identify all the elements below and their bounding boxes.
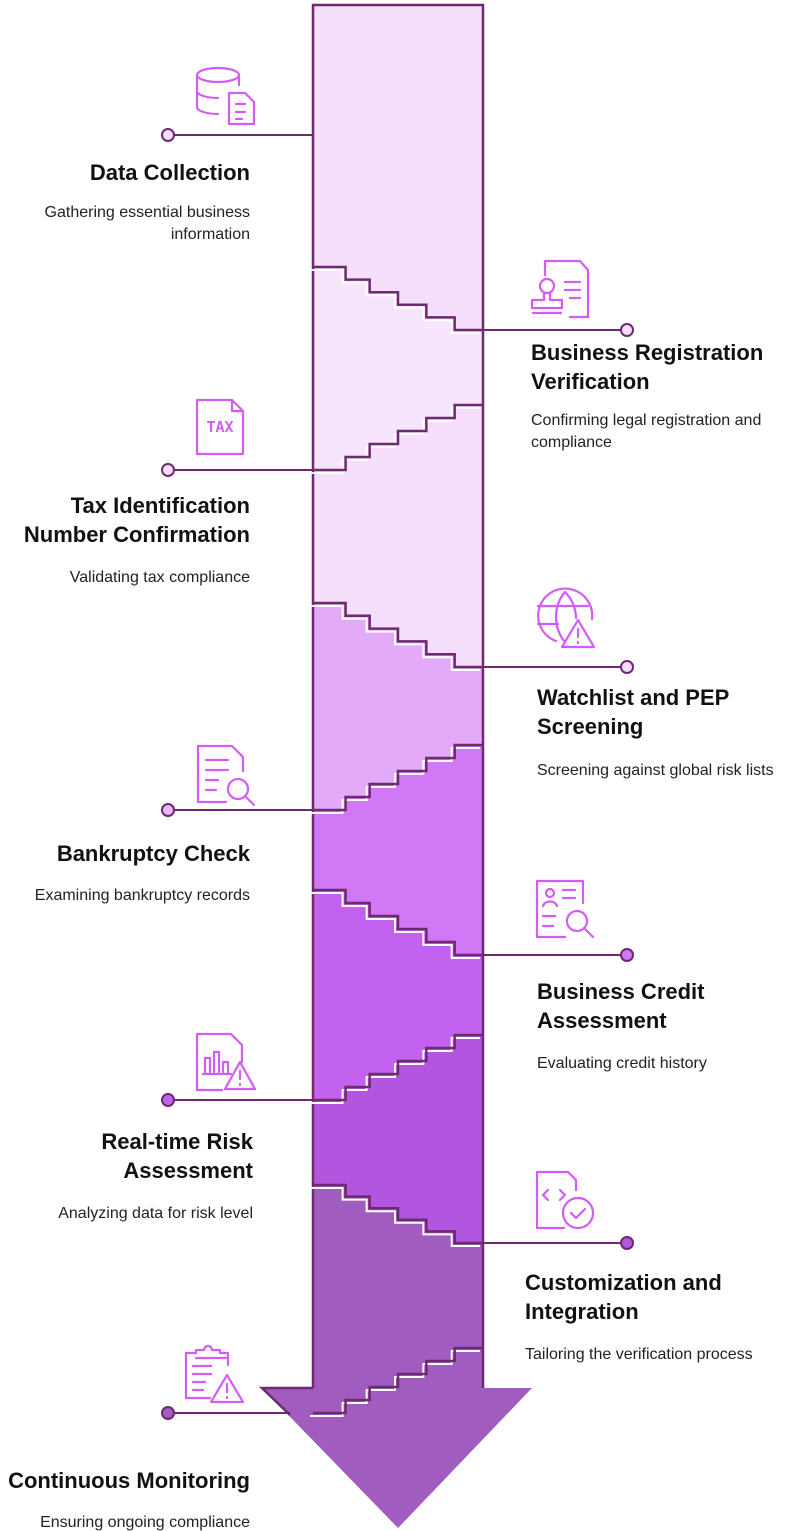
- tax-document-icon: TAX: [195, 398, 245, 456]
- connector-dot: [161, 463, 175, 477]
- stamp-document-icon: [530, 259, 590, 319]
- step-description: Screening against global risk lists: [537, 762, 774, 779]
- stage-segment-8: [262, 1185, 532, 1528]
- stair-highlight: [310, 269, 480, 334]
- stair-edge-6: [313, 1033, 483, 1102]
- svg-text:TAX: TAX: [206, 418, 233, 436]
- connector-dot: [620, 660, 634, 674]
- arrowhead-edge: [258, 1386, 313, 1416]
- step-title: Tax Identification: [71, 493, 250, 518]
- connector-dot: [161, 803, 175, 817]
- connector-dot: [620, 1236, 634, 1250]
- step-description: Examining bankruptcy records: [35, 887, 250, 904]
- stair-edge-8: [313, 1346, 483, 1415]
- step-description: Ensuring ongoing compliance: [40, 1514, 250, 1531]
- globe-warning-icon: [536, 587, 596, 649]
- arrow-shaft: [258, 3, 532, 1528]
- step-title: Screening: [537, 714, 643, 739]
- step-description: Confirming legal registration and: [531, 412, 761, 429]
- stair-edge-7: [313, 1183, 483, 1245]
- stage-segment-1: [313, 5, 483, 330]
- step-title: Business Registration: [531, 340, 763, 365]
- step-description: compliance: [531, 434, 612, 451]
- stair-edge-1: [313, 265, 483, 332]
- connector-dot: [161, 1093, 175, 1107]
- step-description: Tailoring the verification process: [525, 1346, 753, 1363]
- step-description: Evaluating credit history: [537, 1055, 707, 1072]
- stair-edge-5: [313, 888, 483, 957]
- connector-dot: [161, 1406, 175, 1420]
- step-title: Continuous Monitoring: [8, 1468, 250, 1493]
- database-document-icon: [195, 66, 256, 126]
- step-title: Assessment: [123, 1158, 253, 1183]
- step-description: Analyzing data for risk level: [58, 1205, 253, 1222]
- chart-warning-icon: [195, 1032, 257, 1092]
- stair-highlight: [310, 605, 480, 671]
- step-title: Data Collection: [90, 160, 250, 185]
- step-description: information: [171, 226, 250, 243]
- stair-edge-2: [313, 403, 483, 472]
- code-check-icon: [535, 1170, 595, 1230]
- step-title: Assessment: [537, 1008, 667, 1033]
- stage-segment-3: [313, 405, 483, 667]
- step-title: Business Credit: [537, 979, 705, 1004]
- step-description: Validating tax compliance: [70, 569, 250, 586]
- step-title: Real-time Risk: [101, 1129, 253, 1154]
- stair-edge-4: [313, 743, 483, 812]
- step-description: Gathering essential business: [45, 204, 250, 221]
- step-title: Number Confirmation: [24, 522, 250, 547]
- step-title: Verification: [531, 369, 650, 394]
- connector-dot: [620, 323, 634, 337]
- connectors: [161, 128, 634, 1420]
- shaft-outline: [311, 3, 485, 1388]
- stair-highlight: [310, 1187, 480, 1247]
- stair-edge-3: [313, 601, 483, 669]
- step-2: Business RegistrationVerificationConfirm…: [531, 340, 763, 451]
- step-title: Watchlist and PEP: [537, 685, 729, 710]
- step-title: Integration: [525, 1299, 639, 1324]
- step-title: Bankruptcy Check: [57, 841, 251, 866]
- stair-highlight: [310, 892, 480, 959]
- step-title: Customization and: [525, 1270, 722, 1295]
- document-search-icon: [196, 744, 256, 807]
- connector-dot: [620, 948, 634, 962]
- connector-dot: [161, 128, 175, 142]
- clipboard-warning-icon: [184, 1344, 245, 1404]
- profile-search-icon: [535, 879, 595, 939]
